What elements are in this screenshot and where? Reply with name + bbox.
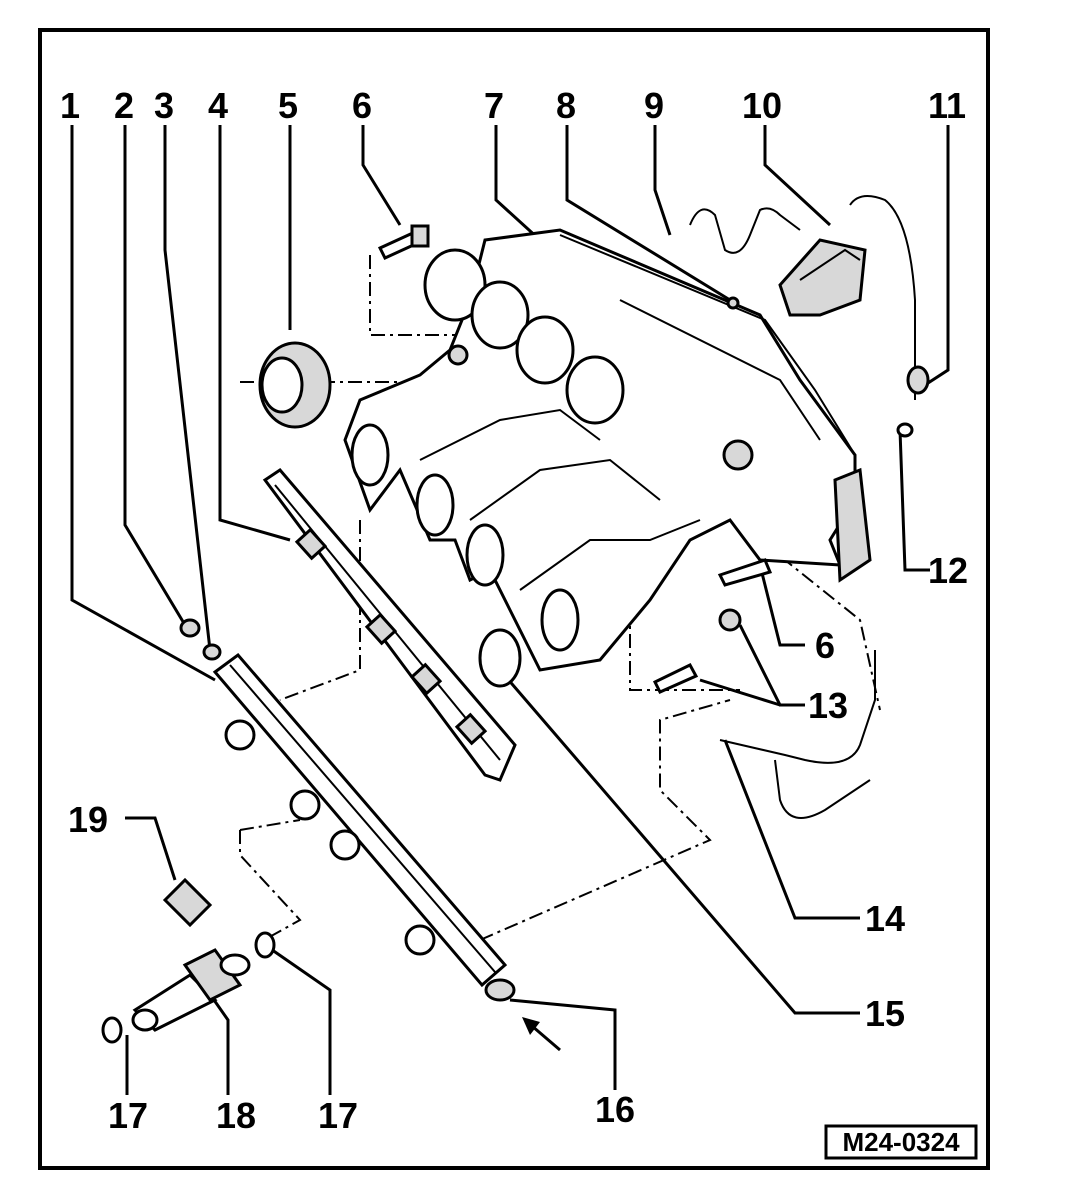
nut-8	[726, 296, 740, 310]
diagram-frame	[38, 28, 990, 1170]
label-17a: 17	[108, 1095, 148, 1136]
label-7: 7	[484, 85, 504, 126]
label-4: 4	[208, 85, 228, 126]
label-14: 14	[865, 898, 905, 939]
bolt-11	[906, 365, 930, 395]
vacuum-hose-upper	[689, 195, 916, 400]
nut-13	[718, 608, 742, 632]
reference-code-box	[824, 1124, 978, 1160]
label-19: 19	[68, 799, 108, 840]
gasket-ring	[478, 628, 522, 688]
bolt-6-lower	[717, 558, 773, 587]
reference-code: M24-0324	[842, 1127, 960, 1157]
label-12: 12	[928, 550, 968, 591]
label-17b: 17	[318, 1095, 358, 1136]
label-6b: 6	[815, 625, 835, 666]
label-5: 5	[278, 85, 298, 126]
label-9: 9	[644, 85, 664, 126]
o-ring-lower	[101, 1016, 123, 1044]
label-18: 18	[216, 1095, 256, 1136]
bracket-12	[833, 467, 872, 583]
washer-12	[896, 422, 914, 438]
label-3: 3	[154, 85, 174, 126]
o-ring-upper	[254, 931, 276, 959]
label-2: 2	[114, 85, 134, 126]
label-8: 8	[556, 85, 576, 126]
label-10: 10	[742, 85, 782, 126]
sensor-connector	[778, 238, 867, 317]
bolt-upper	[377, 224, 430, 260]
sealing-ring	[258, 341, 332, 429]
label-1: 1	[60, 85, 80, 126]
vacuum-hose-lower	[719, 650, 876, 819]
fuel-rail	[179, 618, 516, 1002]
intake-manifold	[343, 228, 857, 672]
label-15: 15	[865, 993, 905, 1034]
leader-lines	[70, 125, 950, 1095]
label-13: 13	[808, 685, 848, 726]
label-11: 11	[928, 85, 966, 126]
part-labels: 1 2 3 4 5 6 7 8 9 10 11 12 6 13 14 15 16…	[60, 85, 968, 1136]
injector	[131, 948, 251, 1032]
label-6a: 6	[352, 85, 372, 126]
bolt-13	[652, 663, 699, 694]
seal-strip	[262, 468, 517, 782]
injector-clip	[162, 877, 213, 928]
fuel-inlet-arrowhead	[522, 1017, 540, 1035]
label-16: 16	[595, 1089, 635, 1130]
